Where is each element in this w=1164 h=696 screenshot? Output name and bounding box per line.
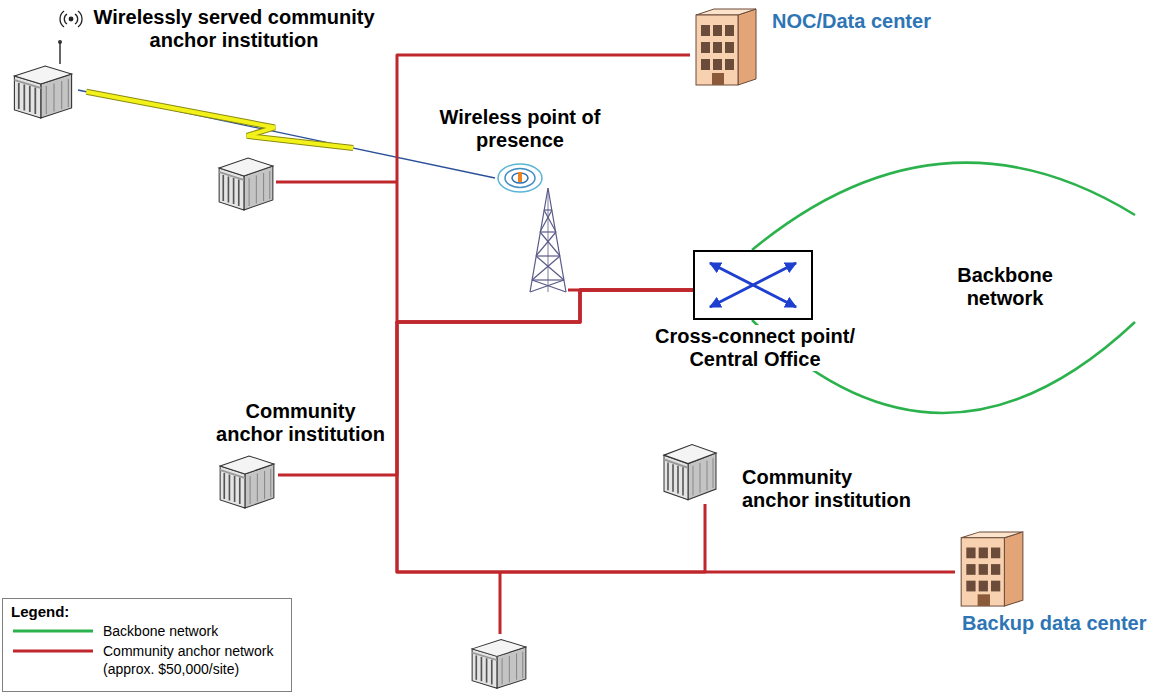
network-branch: [276, 181, 397, 184]
building-icon: [472, 640, 526, 689]
node-label: Backbone network: [945, 262, 1065, 312]
network-link: [278, 290, 693, 475]
link-line: [78, 90, 495, 178]
site-icon-box: Community anchor institution: [660, 436, 720, 504]
wireless-link: [78, 90, 495, 178]
legend-title: Legend:: [11, 603, 69, 621]
link-line: [397, 290, 955, 572]
link-line: [278, 290, 693, 475]
network-link: [397, 55, 693, 322]
node-label: NOC/Data center: [772, 10, 931, 33]
network-branch: [499, 572, 502, 634]
cross-connect-fill: [693, 250, 813, 320]
radio-waves: [498, 164, 542, 192]
lightning-edge: [86, 92, 353, 148]
region-label-box: Backbone network: [945, 262, 1065, 316]
legend-box: Legend: Backbone networkCommunity anchor …: [2, 598, 292, 692]
node-label: Wireless point of presence: [425, 106, 615, 152]
site-icon-box: Wireless point of presence: [495, 158, 568, 295]
site-icon-box: Community anchor institution: [216, 448, 278, 512]
building-icon: [14, 66, 71, 118]
backbone-arc: [752, 163, 1135, 250]
network-link: [397, 290, 955, 572]
node-label: Community anchor institution: [213, 400, 388, 446]
data-center-icon: [696, 9, 756, 85]
antenna-symbol: [60, 11, 82, 27]
legend-sample-line: [13, 650, 93, 653]
lightning-bolt: [86, 92, 353, 148]
cross-arrow: [710, 263, 796, 307]
antenna-tip: [58, 40, 62, 44]
site-icon-box: Wirelessly served community anchor insti…: [10, 40, 78, 122]
tower: [530, 188, 566, 292]
site-icon-box: NOC/Data center: [690, 5, 760, 87]
building-icon: [220, 456, 274, 508]
data-center-icon: [961, 532, 1023, 606]
antenna-mast: [59, 42, 61, 64]
legend-text: Community anchor network (approx. $50,00…: [103, 642, 285, 678]
node-label: Cross-connect point/ Central Office: [648, 325, 862, 371]
cross-arrow: [710, 263, 796, 307]
node-label: Community anchor institution: [742, 466, 917, 512]
site-icon-box: Backup data center: [955, 528, 1027, 608]
building-icon: [219, 158, 273, 210]
node-label: Wirelessly served community anchor insti…: [84, 6, 384, 52]
legend-text: Backbone network: [103, 622, 285, 640]
node-label: Backup data center: [962, 612, 1147, 635]
legend-sample-line: [13, 630, 93, 633]
cross-connect-box: Cross-connect point/ Central Office: [693, 250, 813, 320]
link-line: [397, 55, 693, 322]
building-icon: [664, 445, 716, 500]
